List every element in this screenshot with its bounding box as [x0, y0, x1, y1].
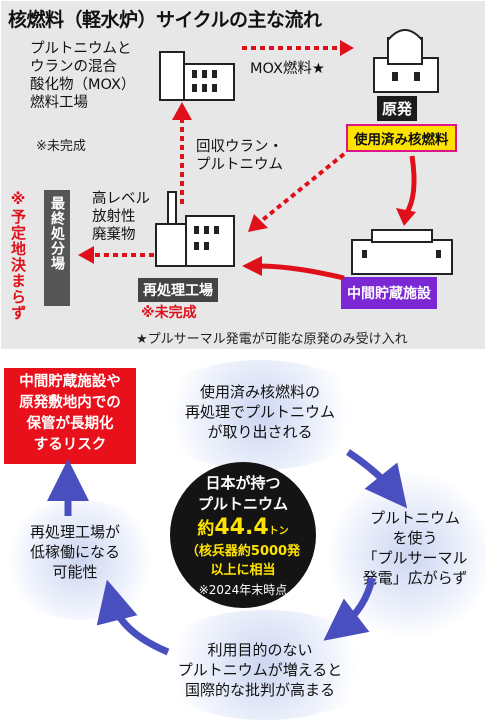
center-sub2: 以上に相当 — [210, 563, 276, 578]
center-date-note: ※2024年末時点 — [198, 583, 288, 597]
mox-fuel-label: MOX燃料★ — [250, 61, 325, 77]
final-disposal-label: 最終処分場 — [44, 190, 70, 306]
cycle-arrows — [47, 449, 408, 656]
spent-to-reprocessing-arrow — [248, 152, 346, 232]
interim-storage-label: 中間貯蔵施設 — [341, 277, 437, 309]
mox-fuel-arrow — [242, 40, 354, 56]
to-mox-plant-arrow — [172, 102, 192, 204]
step-pluthermal: プルトニウム を使う 「プルサーマル 発電」広がらず — [362, 509, 468, 587]
center-sub1: （核兵器約5000発 — [185, 544, 301, 559]
mox-plant-label: プルトニウムと ウランの混合 酸化物（MOX） 燃料工場 — [30, 41, 136, 111]
step-criticism: 利用目的のない プルトニウムが増えると 国際的な批判が高まる — [177, 641, 343, 699]
center-line1: 日本が持つ — [205, 474, 281, 492]
hlw-label: 高レベル 放射性 廃棄物 — [92, 191, 150, 243]
risk-box: 中間貯蔵施設や 原発敷地内での 保管が長期化 するリスク — [4, 368, 136, 464]
recovered-material-label: 回収ウラン・ プルトニウム — [196, 139, 283, 173]
reprocessing-plant-icon — [155, 191, 235, 267]
plutonium-amount: 約44.4トン — [197, 515, 289, 540]
step-extraction: 使用済み核燃料の 再処理でプルトニウム が取り出される — [184, 383, 335, 441]
panel-title: 核燃料（軽水炉）サイクルの主な流れ — [8, 9, 322, 31]
to-storage-arrow — [396, 155, 417, 226]
to-reprocessing-arrow — [242, 256, 345, 281]
arrow-pluthermal-to-criticism — [323, 577, 376, 641]
reprocessing-label: 再処理工場 — [138, 278, 218, 302]
reprocessing-note: ※未完成 — [141, 305, 197, 321]
plutonium-stock-circle: 日本が持つ プルトニウム 約44.4トン （核兵器約5000発 以上に相当 ※2… — [170, 462, 316, 608]
glow-top — [150, 360, 370, 470]
step-low-operation: 再処理工場が 低稼働になる 可能性 — [29, 523, 120, 581]
to-disposal-arrow — [78, 246, 154, 264]
center-line2: プルトニウム — [197, 495, 288, 513]
arrow-extract-to-pluthermal — [346, 449, 408, 509]
mox-plant-note: ※未完成 — [36, 139, 86, 154]
footnote: ★プルサーマル発電が可能な原発のみ受け入れ — [136, 332, 408, 347]
storage-building-icon — [351, 229, 453, 275]
factory-icon — [159, 51, 235, 101]
spent-fuel-label: 使用済み核燃料 — [346, 124, 457, 152]
nuclear-plant-icon — [373, 29, 439, 93]
nuclear-plant-label: 原発 — [377, 96, 418, 121]
arrow-criticism-to-low-operation — [96, 579, 170, 656]
final-disposal-note: ※予定地決まらず — [9, 190, 27, 321]
